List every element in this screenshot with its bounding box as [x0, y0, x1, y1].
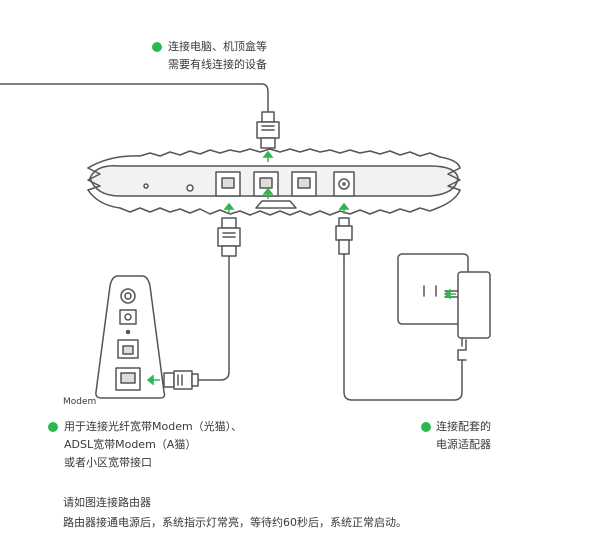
instruction-line1: 请如图连接路由器	[63, 496, 151, 509]
modem-icon	[95, 275, 166, 399]
bullet-dot-icon	[152, 42, 162, 52]
arrow-up-icon	[338, 202, 350, 214]
router-icon	[87, 148, 461, 216]
lan-label-line1: 连接电脑、机顶盒等	[168, 40, 267, 53]
modem-plug-icon	[163, 370, 199, 390]
arrow-up-icon	[262, 150, 274, 162]
arrow-up-icon	[262, 187, 274, 199]
arrow-left-icon	[443, 288, 456, 300]
wan-plug-icon	[217, 217, 241, 257]
power-plug-icon	[335, 217, 353, 259]
bullet-dot-icon	[421, 422, 431, 432]
wan-label-line1: 用于连接光纤宽带Modem（光猫）、	[64, 420, 243, 433]
power-cable	[343, 257, 463, 401]
wan-label-line3: 或者小区宽带接口	[64, 456, 152, 469]
lan-plug-icon	[256, 111, 280, 149]
instruction-line2: 路由器接通电源后，系统指示灯常亮，等待约60秒后，系统正常启动。	[63, 516, 407, 529]
bullet-dot-icon	[48, 422, 58, 432]
arrow-left-icon	[146, 374, 160, 386]
lan-label-line2: 需要有线连接的设备	[168, 58, 267, 71]
modem-caption: Modem	[63, 397, 97, 407]
power-label-line1: 连接配套的	[436, 420, 491, 433]
wan-cable	[195, 255, 230, 381]
lan-device-cable	[0, 83, 269, 113]
arrows	[146, 150, 456, 386]
arrow-up-icon	[223, 202, 235, 214]
power-adapter-icon	[444, 271, 491, 361]
wan-label-line2: ADSL宽带Modem（A猫）	[64, 438, 197, 451]
power-label-line2: 电源适配器	[436, 438, 491, 451]
